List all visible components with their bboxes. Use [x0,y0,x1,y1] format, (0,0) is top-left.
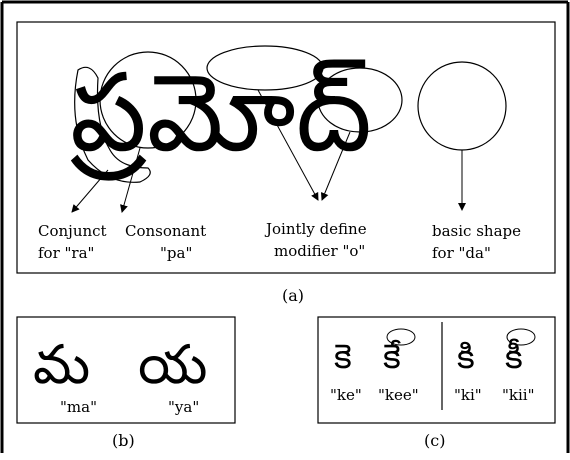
glyph-ma: మ [33,333,90,396]
consonant-circle [99,51,197,149]
conjunct-outline [74,66,151,183]
arrow-modifier-right [320,131,351,201]
label-modifier-1: Jointly define [264,220,367,238]
arrow-conjunct [71,169,109,213]
panel-a-box [16,21,556,274]
label-ma: "ma" [60,398,97,416]
label-ke: "ke" [330,386,362,404]
arrow-consonant [120,147,141,213]
caption-c: (c) [424,431,445,450]
glyph-kee: కే [383,337,401,377]
label-modifier-2: modifier "o" [274,242,365,260]
glyph-kii: కీ [505,337,523,377]
glyph-ki: కి [457,337,475,377]
label-ki: "ki" [454,386,482,404]
telugu-word: ప్రమోద్ [70,51,372,181]
modifier-ellipse-left [206,45,324,91]
label-conjunct-1: Conjunct [38,222,107,240]
caption-b: (b) [112,431,135,450]
label-kii: "kii" [502,386,534,404]
kee-mark-ellipse [386,328,416,346]
kii-mark-ellipse [506,328,536,346]
label-conjunct-2: for "ra" [38,244,94,262]
glyph-ke: కె [334,337,352,377]
glyph-ya: య [138,333,207,396]
arrow-modifier-left [257,89,319,201]
modifier-ellipse-right [317,67,403,133]
label-kee: "kee" [378,386,419,404]
panel-b-box [16,316,236,424]
label-consonant-2: "pa" [160,244,192,262]
basic-shape-circle [417,61,507,151]
label-basic-2: for "da" [432,244,491,262]
label-ya: "ya" [168,398,199,416]
panel-c-box [317,316,556,424]
label-consonant-1: Consonant [125,222,206,240]
caption-a: (a) [282,286,304,305]
label-basic-1: basic shape [432,222,521,240]
